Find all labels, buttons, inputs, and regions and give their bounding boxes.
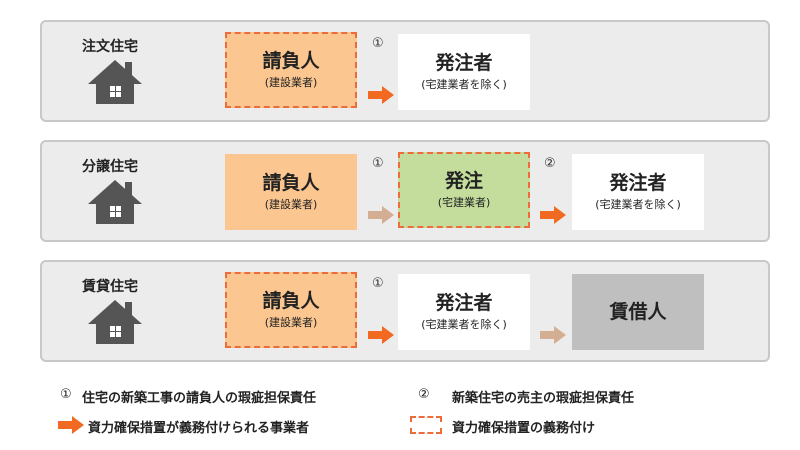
- panel-sale-house: 分譲住宅 請負人 (建設業者) ① 発注 (宅建業者) ② 発注者 (宅建業者を…: [40, 140, 770, 242]
- owner-box: 発注者 (宅建業者を除く): [398, 34, 530, 110]
- tenant-label: 賃借人: [609, 301, 667, 323]
- developer-sublabel: (宅建業者): [437, 196, 491, 209]
- arrow-icon: [540, 326, 566, 344]
- arrow-icon: [368, 326, 394, 344]
- house-icon: [88, 60, 142, 104]
- contractor-box: 請負人 (建設業者): [225, 32, 357, 108]
- legend-arrow-text: 資力確保措置が義務付けられる事業者: [88, 421, 310, 436]
- owner-label: 発注者: [435, 292, 493, 314]
- panel-title: 賃貸住宅: [82, 279, 138, 295]
- legend-item-2: 新築住宅の売主の瑕疵担保責任: [452, 391, 635, 406]
- contractor-label: 請負人: [262, 50, 320, 72]
- step-number-2: ②: [544, 156, 556, 171]
- contractor-box: 請負人 (建設業者): [225, 272, 357, 348]
- contractor-sublabel: (建設業者): [264, 316, 318, 329]
- tenant-box: 賃借人: [572, 274, 704, 350]
- legend-number-2: ②: [418, 387, 430, 402]
- legend-dashed-text: 資力確保措置の義務付け: [452, 421, 596, 436]
- arrow-icon: [540, 206, 566, 224]
- contractor-label: 請負人: [262, 172, 320, 194]
- arrow-icon: [58, 416, 84, 434]
- house-icon: [88, 300, 142, 344]
- developer-label: 発注: [444, 170, 483, 192]
- step-number-1: ①: [372, 276, 384, 291]
- owner-sublabel: (宅建業者を除く): [595, 198, 681, 211]
- contractor-box: 請負人 (建設業者): [225, 154, 357, 230]
- owner-box: 発注者 (宅建業者を除く): [572, 154, 704, 230]
- contractor-sublabel: (建設業者): [264, 76, 318, 89]
- house-icon: [88, 180, 142, 224]
- arrow-icon: [368, 206, 394, 224]
- step-number-1: ①: [372, 36, 384, 51]
- owner-label: 発注者: [609, 172, 667, 194]
- legend-number-1: ①: [60, 387, 72, 402]
- panel-custom-house: 注文住宅 請負人 (建設業者) ① 発注者 (宅建業者を除く): [40, 20, 770, 122]
- panel-title: 分譲住宅: [82, 159, 138, 175]
- panel-rental-house: 賃貸住宅 請負人 (建設業者) ① 発注者 (宅建業者を除く) 賃借人: [40, 260, 770, 362]
- step-number-1: ①: [372, 156, 384, 171]
- developer-box: 発注 (宅建業者): [398, 152, 530, 228]
- legend-item-1: 住宅の新築工事の請負人の瑕疵担保責任: [82, 391, 317, 406]
- contractor-sublabel: (建設業者): [264, 198, 318, 211]
- arrow-icon: [368, 86, 394, 104]
- owner-sublabel: (宅建業者を除く): [421, 318, 507, 331]
- owner-label: 発注者: [435, 52, 493, 74]
- dashed-box-icon: [410, 416, 442, 434]
- panel-title: 注文住宅: [82, 39, 138, 55]
- contractor-label: 請負人: [262, 290, 320, 312]
- owner-sublabel: (宅建業者を除く): [421, 78, 507, 91]
- owner-box: 発注者 (宅建業者を除く): [398, 274, 530, 350]
